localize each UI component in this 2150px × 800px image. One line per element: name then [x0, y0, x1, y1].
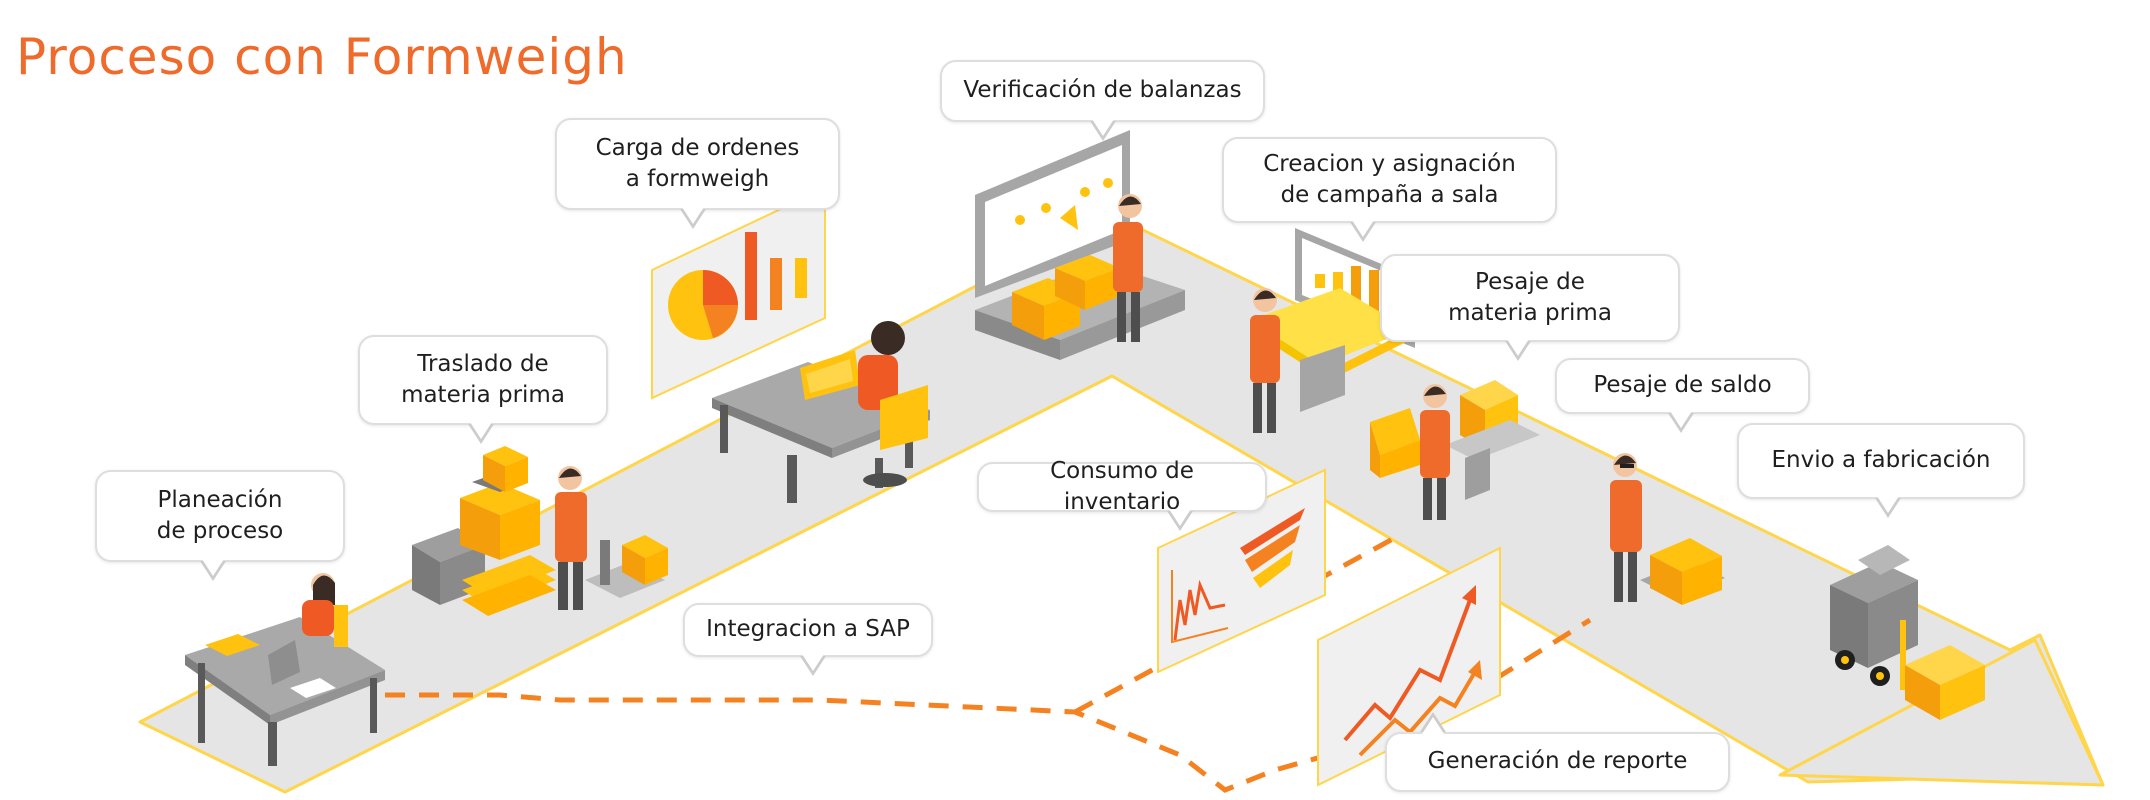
page-title: Proceso con Formweigh: [16, 28, 628, 86]
step-consumo: Consumo de inventario: [977, 458, 1267, 515]
callout-tail: [680, 207, 706, 229]
step-reporte: Generación de reporte: [1385, 732, 1730, 792]
bar-chart-icon: [1315, 266, 1379, 316]
step-traslado: Traslado de materia prima: [358, 335, 608, 425]
callout-tail: [1668, 411, 1694, 433]
balance-weighing-station: [1610, 453, 1725, 605]
raw-material-weighing-station: [1370, 380, 1540, 520]
transfer-station: [412, 446, 668, 616]
step-pesaje-mp: Pesaje de materia prima: [1380, 254, 1680, 342]
callout-tail: [1167, 509, 1193, 531]
step-pesaje-saldo: Pesaje de saldo: [1555, 358, 1810, 414]
scale-verification-station: [975, 130, 1185, 360]
chart-panel-carga: [651, 186, 826, 400]
step-integracion: Integracion a SAP: [683, 603, 933, 657]
planning-desk: [185, 573, 385, 766]
funnel-chart-icon: [1240, 508, 1305, 588]
line-chart-icon: [1171, 570, 1229, 644]
callout-tail: [1350, 220, 1376, 242]
step-planeacion: Planeación de proceso: [95, 470, 345, 562]
data-flow-line: [385, 617, 1592, 793]
callout-tail: [800, 654, 826, 676]
callout-tail: [468, 422, 494, 444]
step-carga: Carga de ordenes a formweigh: [555, 118, 840, 210]
callout-tail: [1090, 119, 1116, 141]
chart-panel-consumo: [1157, 468, 1326, 674]
callout-tail: [200, 559, 226, 581]
step-envio: Envio a fabricación: [1737, 423, 2025, 499]
step-verificacion: Verificación de balanzas: [940, 60, 1265, 122]
box-icon: [1905, 645, 1985, 720]
forklift-icon: [1830, 545, 1918, 690]
order-loading-station: [712, 321, 930, 503]
callout-tail: [1420, 712, 1446, 732]
callout-tail: [1875, 496, 1901, 518]
step-creacion: Creacion y asignación de campaña a sala: [1222, 137, 1557, 223]
bar-chart-icon: [745, 232, 807, 320]
callout-tail: [1505, 339, 1531, 361]
